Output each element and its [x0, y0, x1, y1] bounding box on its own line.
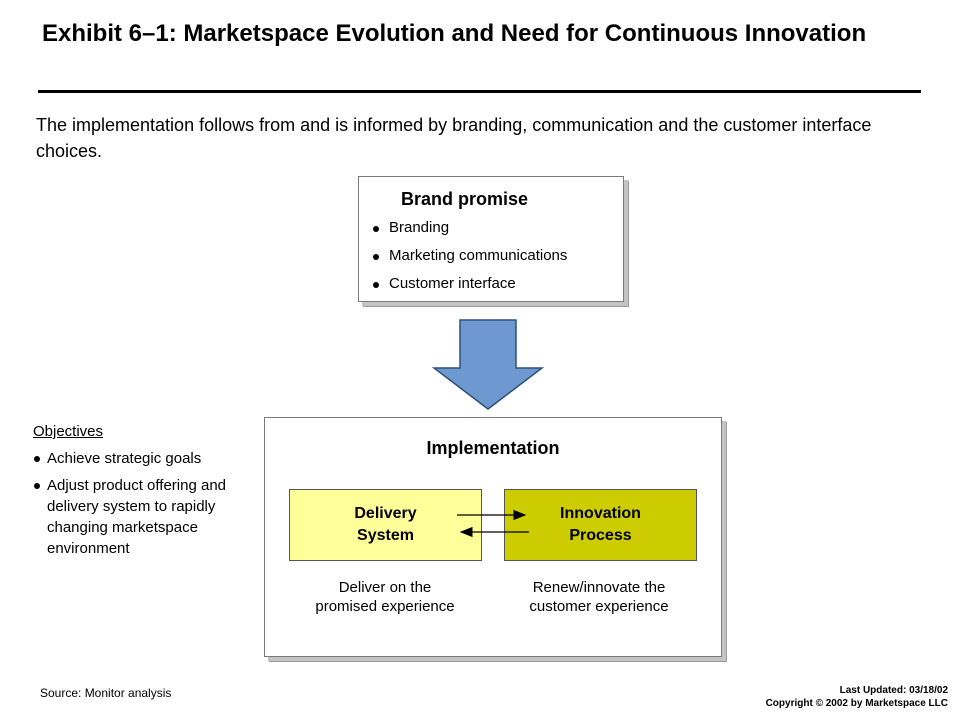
brand-item: Branding [369, 217, 567, 245]
bullet-icon [34, 456, 40, 462]
brand-promise-title: Brand promise [401, 189, 529, 209]
bullet-icon [34, 483, 40, 489]
bullet-icon [373, 254, 379, 260]
exchange-arrows-icon [457, 509, 529, 538]
objectives-panel: Objectives Achieve strategic goals Adjus… [33, 423, 258, 565]
copyright: Copyright © 2002 by Marketspace LLC [765, 698, 948, 709]
implementation-title: Implementation [426, 438, 560, 458]
last-updated: Last Updated: 03/18/02 [839, 685, 948, 696]
implementation-box: Implementation Delivery System Innovatio… [264, 417, 722, 657]
brand-item: Customer interface [369, 273, 567, 301]
brand-promise-list: Branding Marketing communications Custom… [369, 217, 567, 301]
brand-promise-box: Brand promise Branding Marketing communi… [358, 176, 624, 302]
down-arrow-icon [432, 319, 544, 410]
brand-item: Marketing communications [369, 245, 567, 273]
title-divider [38, 90, 921, 93]
objectives-heading: Objectives [33, 423, 104, 440]
objectives-list: Achieve strategic goals Adjust product o… [33, 448, 258, 559]
source-note: Source: Monitor analysis [40, 686, 172, 700]
innovation-process-box: Innovation Process [504, 489, 697, 561]
footer: Last Updated: 03/18/02 Copyright © 2002 … [766, 684, 948, 710]
delivery-caption: Deliver on the promised experience [315, 579, 455, 615]
innovation-process-label: Innovation Process [560, 505, 641, 544]
delivery-system-box: Delivery System [289, 489, 482, 561]
exhibit-title: Exhibit 6–1: Marketspace Evolution and N… [42, 20, 867, 47]
objective-item: Adjust product offering and delivery sys… [33, 475, 258, 559]
bullet-icon [373, 226, 379, 232]
objective-item: Achieve strategic goals [33, 448, 258, 469]
delivery-system-label: Delivery System [354, 505, 417, 544]
bullet-icon [373, 282, 379, 288]
intro-text: The implementation follows from and is i… [36, 115, 872, 161]
innovation-caption: Renew/innovate the customer experience [529, 579, 669, 615]
